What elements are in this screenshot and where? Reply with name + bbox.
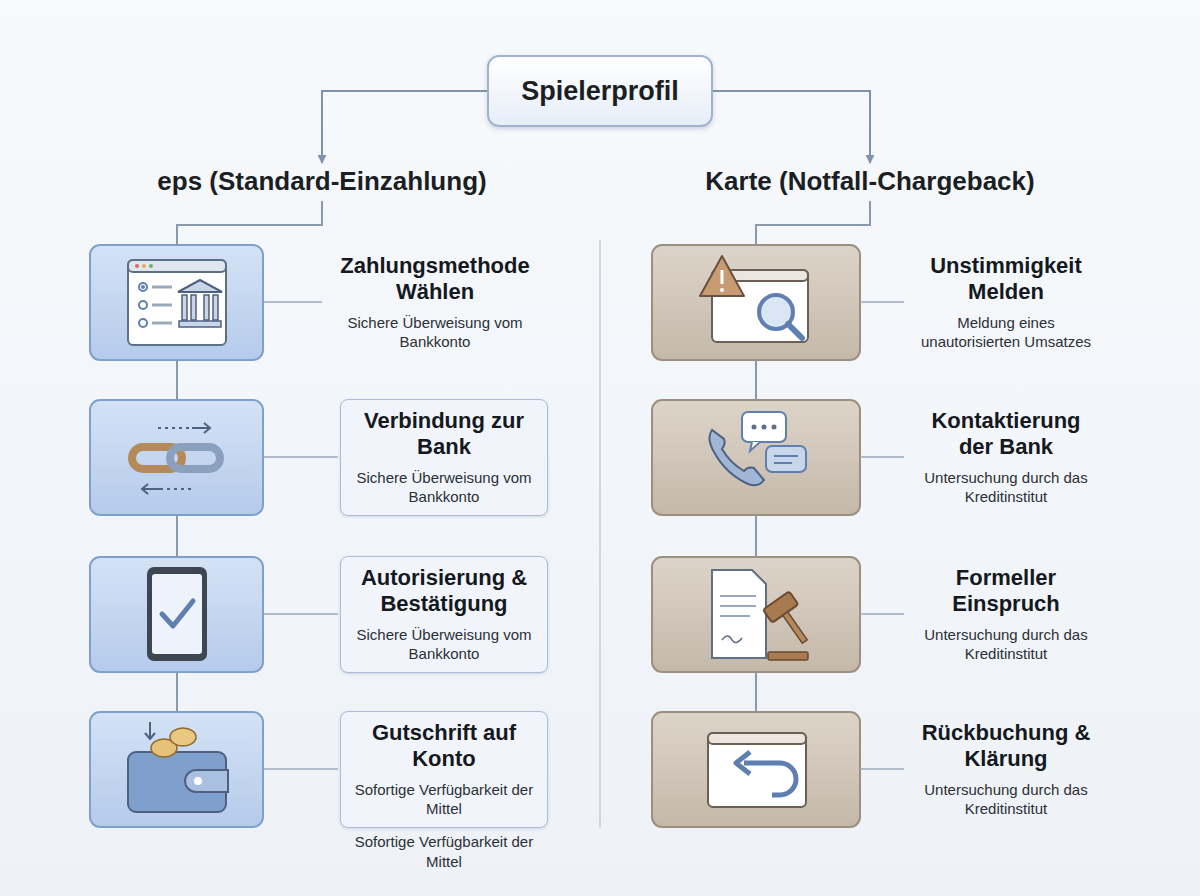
connector	[713, 91, 870, 163]
column-heading: eps (Standard-Einzahlung)	[157, 166, 486, 197]
step-box: Gutschrift auf KontoSofortige Verfügbark…	[90, 712, 548, 827]
note-label: Sofortige Verfügbarkeit der Mittel	[340, 832, 548, 871]
text-group: Rückbuchung & KlärungUntersuchung durch …	[906, 712, 1106, 827]
connector	[176, 360, 178, 400]
icon-box	[652, 245, 860, 827]
step-title: Kontaktierung der Bank	[916, 408, 1096, 460]
node-title: Spielerprofil	[507, 76, 693, 107]
step-box: Formeller EinspruchUntersuchung durch da…	[652, 557, 1110, 672]
step-description: Sofortige Verfügbarkeit der Mittel	[351, 780, 537, 819]
step-description: Untersuchung durch das Kreditinstitut	[916, 625, 1096, 664]
text-box: Autorisierung & BestätigungSichere Überw…	[340, 556, 548, 673]
phone-icon	[709, 412, 806, 485]
connector	[756, 201, 870, 245]
step-box: Kontaktierung der BankUntersuchung durch…	[652, 400, 1110, 515]
step-box: Autorisierung & BestätigungSichere Überw…	[90, 557, 548, 672]
step-box: Unstimmigkeit MeldenMeldung eines unauto…	[652, 245, 1110, 360]
step-description: Sichere Überweisung vom Bankkonto	[332, 313, 538, 352]
leader-line	[263, 302, 904, 769]
step-title: Formeller Einspruch	[916, 565, 1096, 617]
text-box: Gutschrift auf KontoSofortige Verfügbark…	[340, 711, 548, 828]
step-box: Verbindung zur BankSichere Überweisung v…	[90, 400, 548, 515]
connector	[176, 672, 178, 712]
wallet-icon	[128, 722, 228, 812]
text-group: Zahlungsmethode WählenSichere Überweisun…	[322, 245, 548, 360]
heading-text: eps (Standard-Einzahlung)	[157, 166, 486, 197]
step-title: Gutschrift auf Konto	[351, 720, 537, 772]
step-box: Zahlungsmethode WählenSichere Überweisun…	[90, 245, 548, 360]
step-description: Sichere Überweisung vom Bankkonto	[351, 625, 537, 664]
icon-box	[90, 245, 263, 827]
warning-icon	[700, 256, 808, 342]
text-group: Kontaktierung der BankUntersuchung durch…	[906, 400, 1106, 515]
step-title: Zahlungsmethode Wählen	[332, 253, 538, 305]
text-group: Formeller EinspruchUntersuchung durch da…	[906, 557, 1106, 672]
step-description: Sichere Überweisung vom Bankkonto	[351, 468, 537, 507]
connector	[176, 515, 178, 557]
step-box: Rückbuchung & KlärungUntersuchung durch …	[652, 712, 1110, 827]
tablet-icon	[147, 567, 207, 661]
heading-text: Karte (Notfall-Chargeback)	[705, 166, 1034, 197]
text-box: Verbindung zur BankSichere Überweisung v…	[340, 399, 548, 516]
step-title: Autorisierung & Bestätigung	[351, 565, 537, 617]
bank-icon	[128, 260, 226, 345]
profile-box: Spielerprofil	[487, 55, 713, 127]
connector	[177, 201, 322, 245]
chain-icon	[132, 423, 220, 494]
divider	[599, 240, 601, 828]
step-description: Untersuchung durch das Kreditinstitut	[916, 780, 1096, 819]
step-title: Verbindung zur Bank	[351, 408, 537, 460]
step-description: Untersuchung durch das Kreditinstitut	[916, 468, 1096, 507]
gavel-icon	[712, 570, 818, 660]
connector	[755, 360, 757, 400]
text-group: Unstimmigkeit MeldenMeldung eines unauto…	[906, 245, 1106, 360]
connector	[755, 515, 757, 557]
step-title: Rückbuchung & Klärung	[916, 720, 1096, 772]
return-icon	[708, 733, 806, 807]
column-heading: Karte (Notfall-Chargeback)	[705, 166, 1034, 197]
connector	[755, 672, 757, 712]
connector	[322, 91, 487, 163]
step-description: Meldung eines unautorisierten Umsatzes	[916, 313, 1096, 352]
step-title: Unstimmigkeit Melden	[916, 253, 1096, 305]
